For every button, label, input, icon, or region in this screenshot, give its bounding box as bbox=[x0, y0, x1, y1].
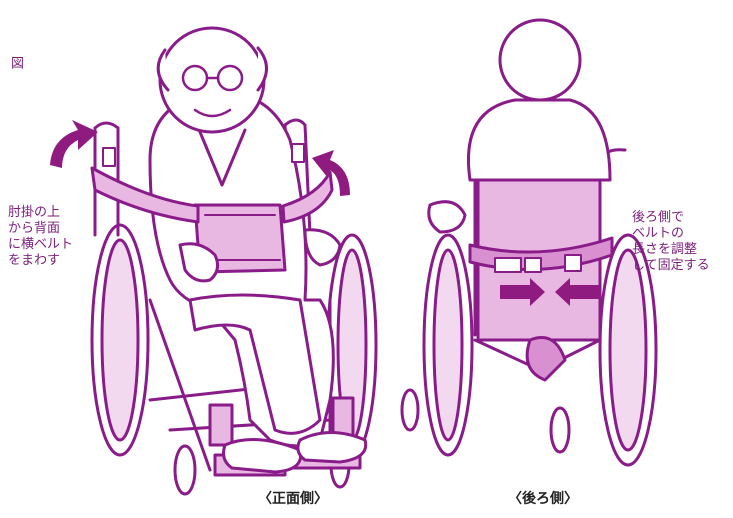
front-left-curved-arrow bbox=[50, 120, 98, 168]
back-person-body bbox=[467, 98, 612, 182]
front-right-hand bbox=[303, 228, 342, 267]
back-buckle-right bbox=[524, 257, 542, 273]
figure-mark: 図 bbox=[8, 56, 23, 69]
front-view-caption: 〈正面側〉 bbox=[258, 491, 328, 507]
back-view-caption: 〈後ろ側〉 bbox=[508, 491, 578, 507]
front-shoe-left bbox=[222, 438, 303, 474]
front-left-hand bbox=[178, 242, 220, 283]
back-arrow-right bbox=[500, 278, 545, 306]
back-buckle-left bbox=[494, 257, 522, 273]
front-right-curved-arrow bbox=[312, 150, 350, 196]
back-person-head bbox=[498, 18, 582, 102]
front-caster-left bbox=[173, 444, 197, 496]
back-view bbox=[400, 18, 658, 467]
front-view bbox=[90, 26, 378, 496]
back-arrow-left bbox=[555, 278, 600, 306]
front-shoe-right bbox=[296, 431, 368, 464]
front-horizontal-belt bbox=[90, 166, 200, 224]
back-instruction-note: 後ろ側で ベルトの 長さを調整 して固定する bbox=[632, 210, 710, 273]
front-instruction-note: 肘掛の上 から背面 に横ベルト をまわす bbox=[8, 205, 74, 268]
